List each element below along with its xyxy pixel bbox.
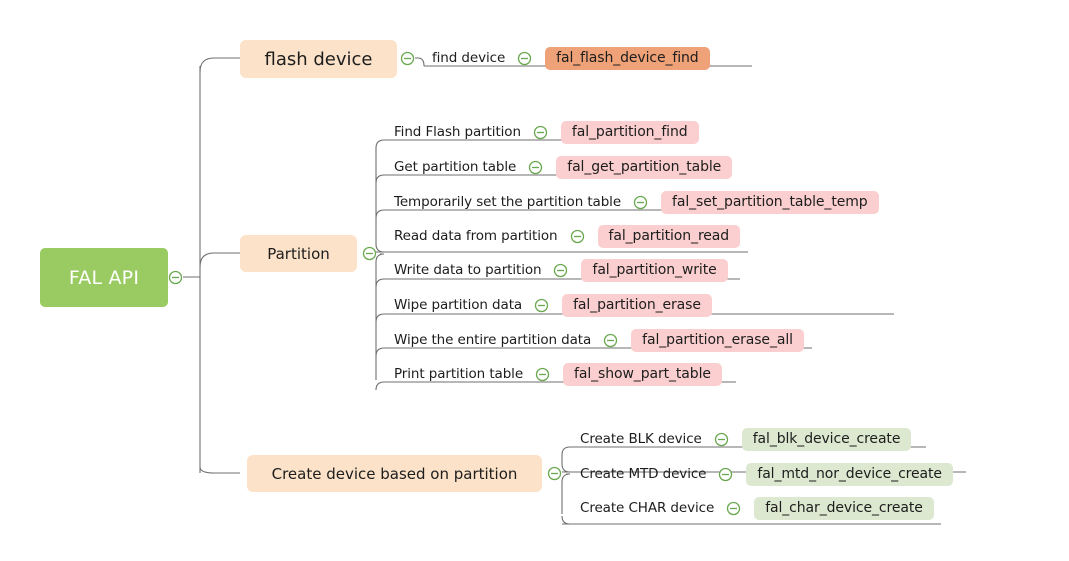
leaf-collapse-icon[interactable] — [726, 501, 741, 516]
leaf-collapse-icon[interactable] — [553, 263, 568, 278]
leaf-collapse-icon[interactable] — [718, 467, 733, 482]
leaf-row[interactable]: Create CHAR device fal_char_device_creat… — [580, 496, 934, 520]
leaf-collapse-icon[interactable] — [528, 160, 543, 175]
leaf-label: Find Flash partition — [394, 124, 521, 140]
leaf-label: Create BLK device — [580, 431, 702, 447]
leaf-label: find device — [432, 50, 506, 66]
leaf-label: Wipe the entire partition data — [394, 332, 592, 348]
branch-node-label: flash device — [264, 48, 373, 70]
leaf-row[interactable]: Get partition table fal_get_partition_ta… — [394, 155, 733, 179]
root-node-label: FAL API — [68, 266, 140, 289]
api-pill[interactable]: fal_partition_erase_all — [631, 328, 804, 352]
branch-node-create-device[interactable]: Create device based on partition — [247, 455, 542, 492]
branch-node-flash-device[interactable]: flash device — [240, 40, 397, 78]
leaf-collapse-icon[interactable] — [517, 51, 532, 66]
leaf-label: Wipe partition data — [394, 297, 523, 313]
api-pill[interactable]: fal_partition_erase — [562, 293, 712, 317]
leaf-label: Temporarily set the partition table — [394, 194, 622, 210]
api-pill[interactable]: fal_get_partition_table — [556, 155, 733, 179]
leaf-label: Get partition table — [394, 159, 517, 175]
api-pill[interactable]: fal_char_device_create — [754, 496, 934, 520]
api-pill[interactable]: fal_show_part_table — [563, 362, 722, 386]
root-node[interactable]: FAL API — [40, 248, 168, 307]
leaf-row[interactable]: Create MTD device fal_mtd_nor_device_cre… — [580, 462, 953, 486]
leaf-label: Read data from partition — [394, 228, 558, 244]
leaf-collapse-icon[interactable] — [535, 367, 550, 382]
branch-collapse-icon-flash-device[interactable] — [400, 51, 415, 66]
root-collapse-icon[interactable] — [168, 270, 183, 285]
branch-collapse-icon-create-device[interactable] — [547, 466, 562, 481]
branch-node-label: Partition — [267, 244, 330, 263]
api-pill[interactable]: fal_blk_device_create — [741, 427, 912, 451]
leaf-label: Write data to partition — [394, 262, 542, 278]
leaf-collapse-icon[interactable] — [534, 298, 549, 313]
api-pill[interactable]: fal_set_partition_table_temp — [661, 190, 879, 214]
leaf-row[interactable]: Read data from partition fal_partition_r… — [394, 224, 741, 248]
leaf-collapse-icon[interactable] — [633, 195, 648, 210]
leaf-row[interactable]: Create BLK device fal_blk_device_create — [580, 427, 912, 451]
api-pill[interactable]: fal_partition_read — [597, 224, 741, 248]
leaf-label: Print partition table — [394, 366, 524, 382]
leaf-row[interactable]: find device fal_flash_device_find — [432, 46, 710, 70]
leaf-collapse-icon[interactable] — [714, 432, 729, 447]
leaf-label: Create MTD device — [580, 466, 707, 482]
leaf-collapse-icon[interactable] — [603, 333, 618, 348]
leaf-collapse-icon[interactable] — [533, 125, 548, 140]
leaf-row[interactable]: Print partition table fal_show_part_tabl… — [394, 362, 722, 386]
api-pill[interactable]: fal_partition_write — [581, 258, 728, 282]
leaf-collapse-icon[interactable] — [570, 229, 585, 244]
leaf-label: Create CHAR device — [580, 500, 715, 516]
branch-node-partition[interactable]: Partition — [240, 235, 357, 272]
api-pill[interactable]: fal_flash_device_find — [545, 46, 710, 70]
branch-collapse-icon-partition[interactable] — [362, 246, 377, 261]
api-pill[interactable]: fal_mtd_nor_device_create — [746, 462, 953, 486]
api-pill[interactable]: fal_partition_find — [560, 120, 699, 144]
branch-node-label: Create device based on partition — [271, 464, 518, 483]
leaf-row[interactable]: Wipe the entire partition data fal_parti… — [394, 328, 804, 352]
leaf-row[interactable]: Find Flash partition fal_partition_find — [394, 120, 699, 144]
leaf-row[interactable]: Write data to partition fal_partition_wr… — [394, 258, 728, 282]
leaf-row[interactable]: Temporarily set the partition table fal_… — [394, 190, 879, 214]
leaf-row[interactable]: Wipe partition data fal_partition_erase — [394, 293, 712, 317]
